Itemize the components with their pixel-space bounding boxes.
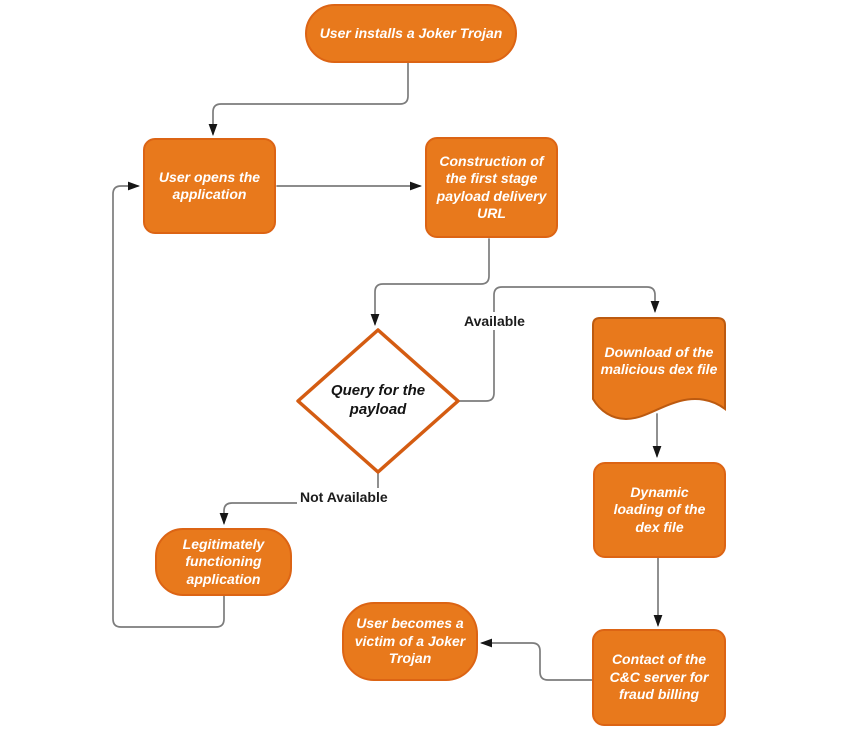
node-label: Construction of the first stage payload … [436,152,547,221]
edge-legit-loop-to-open-app [112,181,225,628]
edge-contact-to-victim [480,638,593,681]
node-legitimately-functioning-app: Legitimately functioning application [155,528,292,596]
node-label: User opens the application [158,168,261,202]
node-construct-payload-url: Construction of the first stage payload … [425,137,558,238]
node-user-becomes-victim: User becomes a victim of a Joker Trojan [342,602,478,681]
node-label: Dynamic loading of the dex file [613,483,706,535]
edge-label-available: Available [461,312,528,330]
node-user-installs-trojan: User installs a Joker Trojan [305,4,517,63]
node-label: User installs a Joker Trojan [319,24,503,41]
node-label: User becomes a victim of a Joker Trojan [354,615,466,667]
node-label: Query for the payload [330,382,426,418]
node-user-opens-application: User opens the application [143,138,276,234]
edge-construct-url-to-query [370,238,490,326]
node-label: Download of the malicious dex file [600,343,718,377]
edge-label-not-available: Not Available [297,488,391,506]
diamond-shape [296,328,460,474]
node-contact-cc-server: Contact of the C&C server for fraud bill… [592,629,726,726]
document-shape [592,317,726,421]
node-label: Legitimately functioning application [182,535,265,587]
node-query-payload-decision: Query for the payload [294,326,462,476]
node-download-dex-file: Download of the malicious dex file [592,316,726,424]
edge-install-to-open-app [208,62,409,136]
node-dynamic-loading-dex: Dynamic loading of the dex file [593,462,726,558]
edge-query-available-to-download [458,286,660,402]
node-label: Contact of the C&C server for fraud bill… [609,651,709,703]
